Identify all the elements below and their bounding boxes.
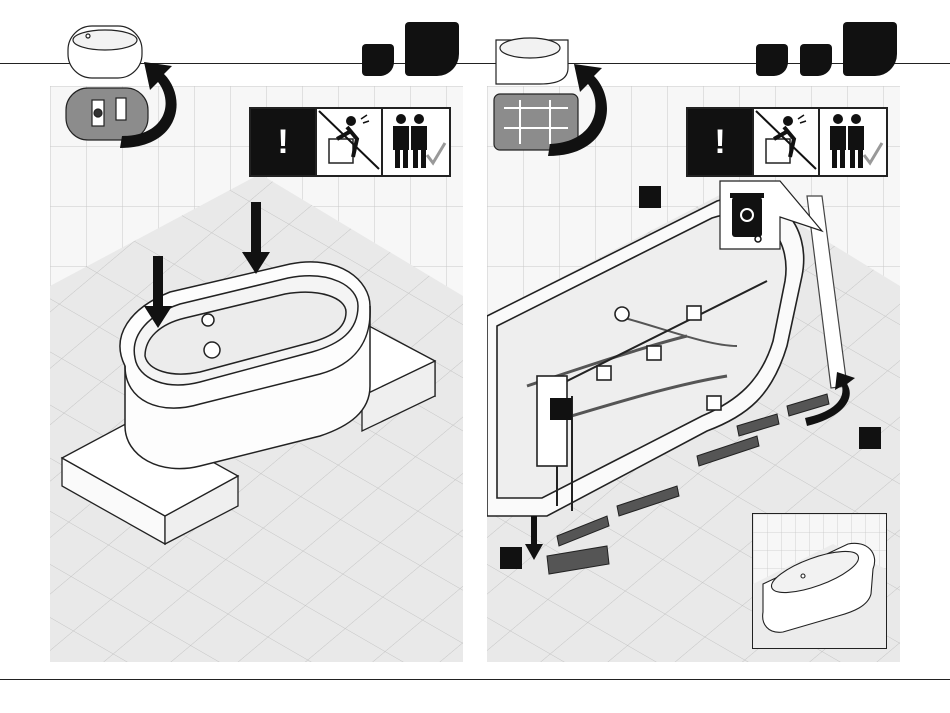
recycle-callout [718,175,828,255]
two-person-lift-icon [383,109,449,175]
step-badge-small-2 [800,44,832,76]
right-tub-preview [490,18,630,163]
step-marker-c [859,427,881,449]
exclamation-icon: ! [688,109,754,175]
recycle-bin-icon [730,193,764,242]
step-badge-large [843,22,897,76]
no-lifting-alone-icon [317,109,383,175]
finished-installation-inset [752,513,887,649]
exclamation-icon: ! [251,109,317,175]
step-badge-large [405,22,459,76]
left-warning-strip: ! [249,107,451,177]
no-lifting-alone-icon [754,109,820,175]
tub-preview-icon [496,38,568,84]
step-marker-a [639,186,661,208]
left-tub-preview [60,18,200,158]
step-marker-b [550,398,572,420]
step-marker-d [500,547,522,569]
two-person-lift-icon [820,109,886,175]
right-warning-strip: ! [686,107,888,177]
step-badge-small [362,44,394,76]
bottom-rule [0,679,950,680]
frame-panel-icon [494,94,578,150]
tub-preview-icon [68,26,142,78]
side-panel-icon [66,88,148,140]
step-badge-small-1 [756,44,788,76]
